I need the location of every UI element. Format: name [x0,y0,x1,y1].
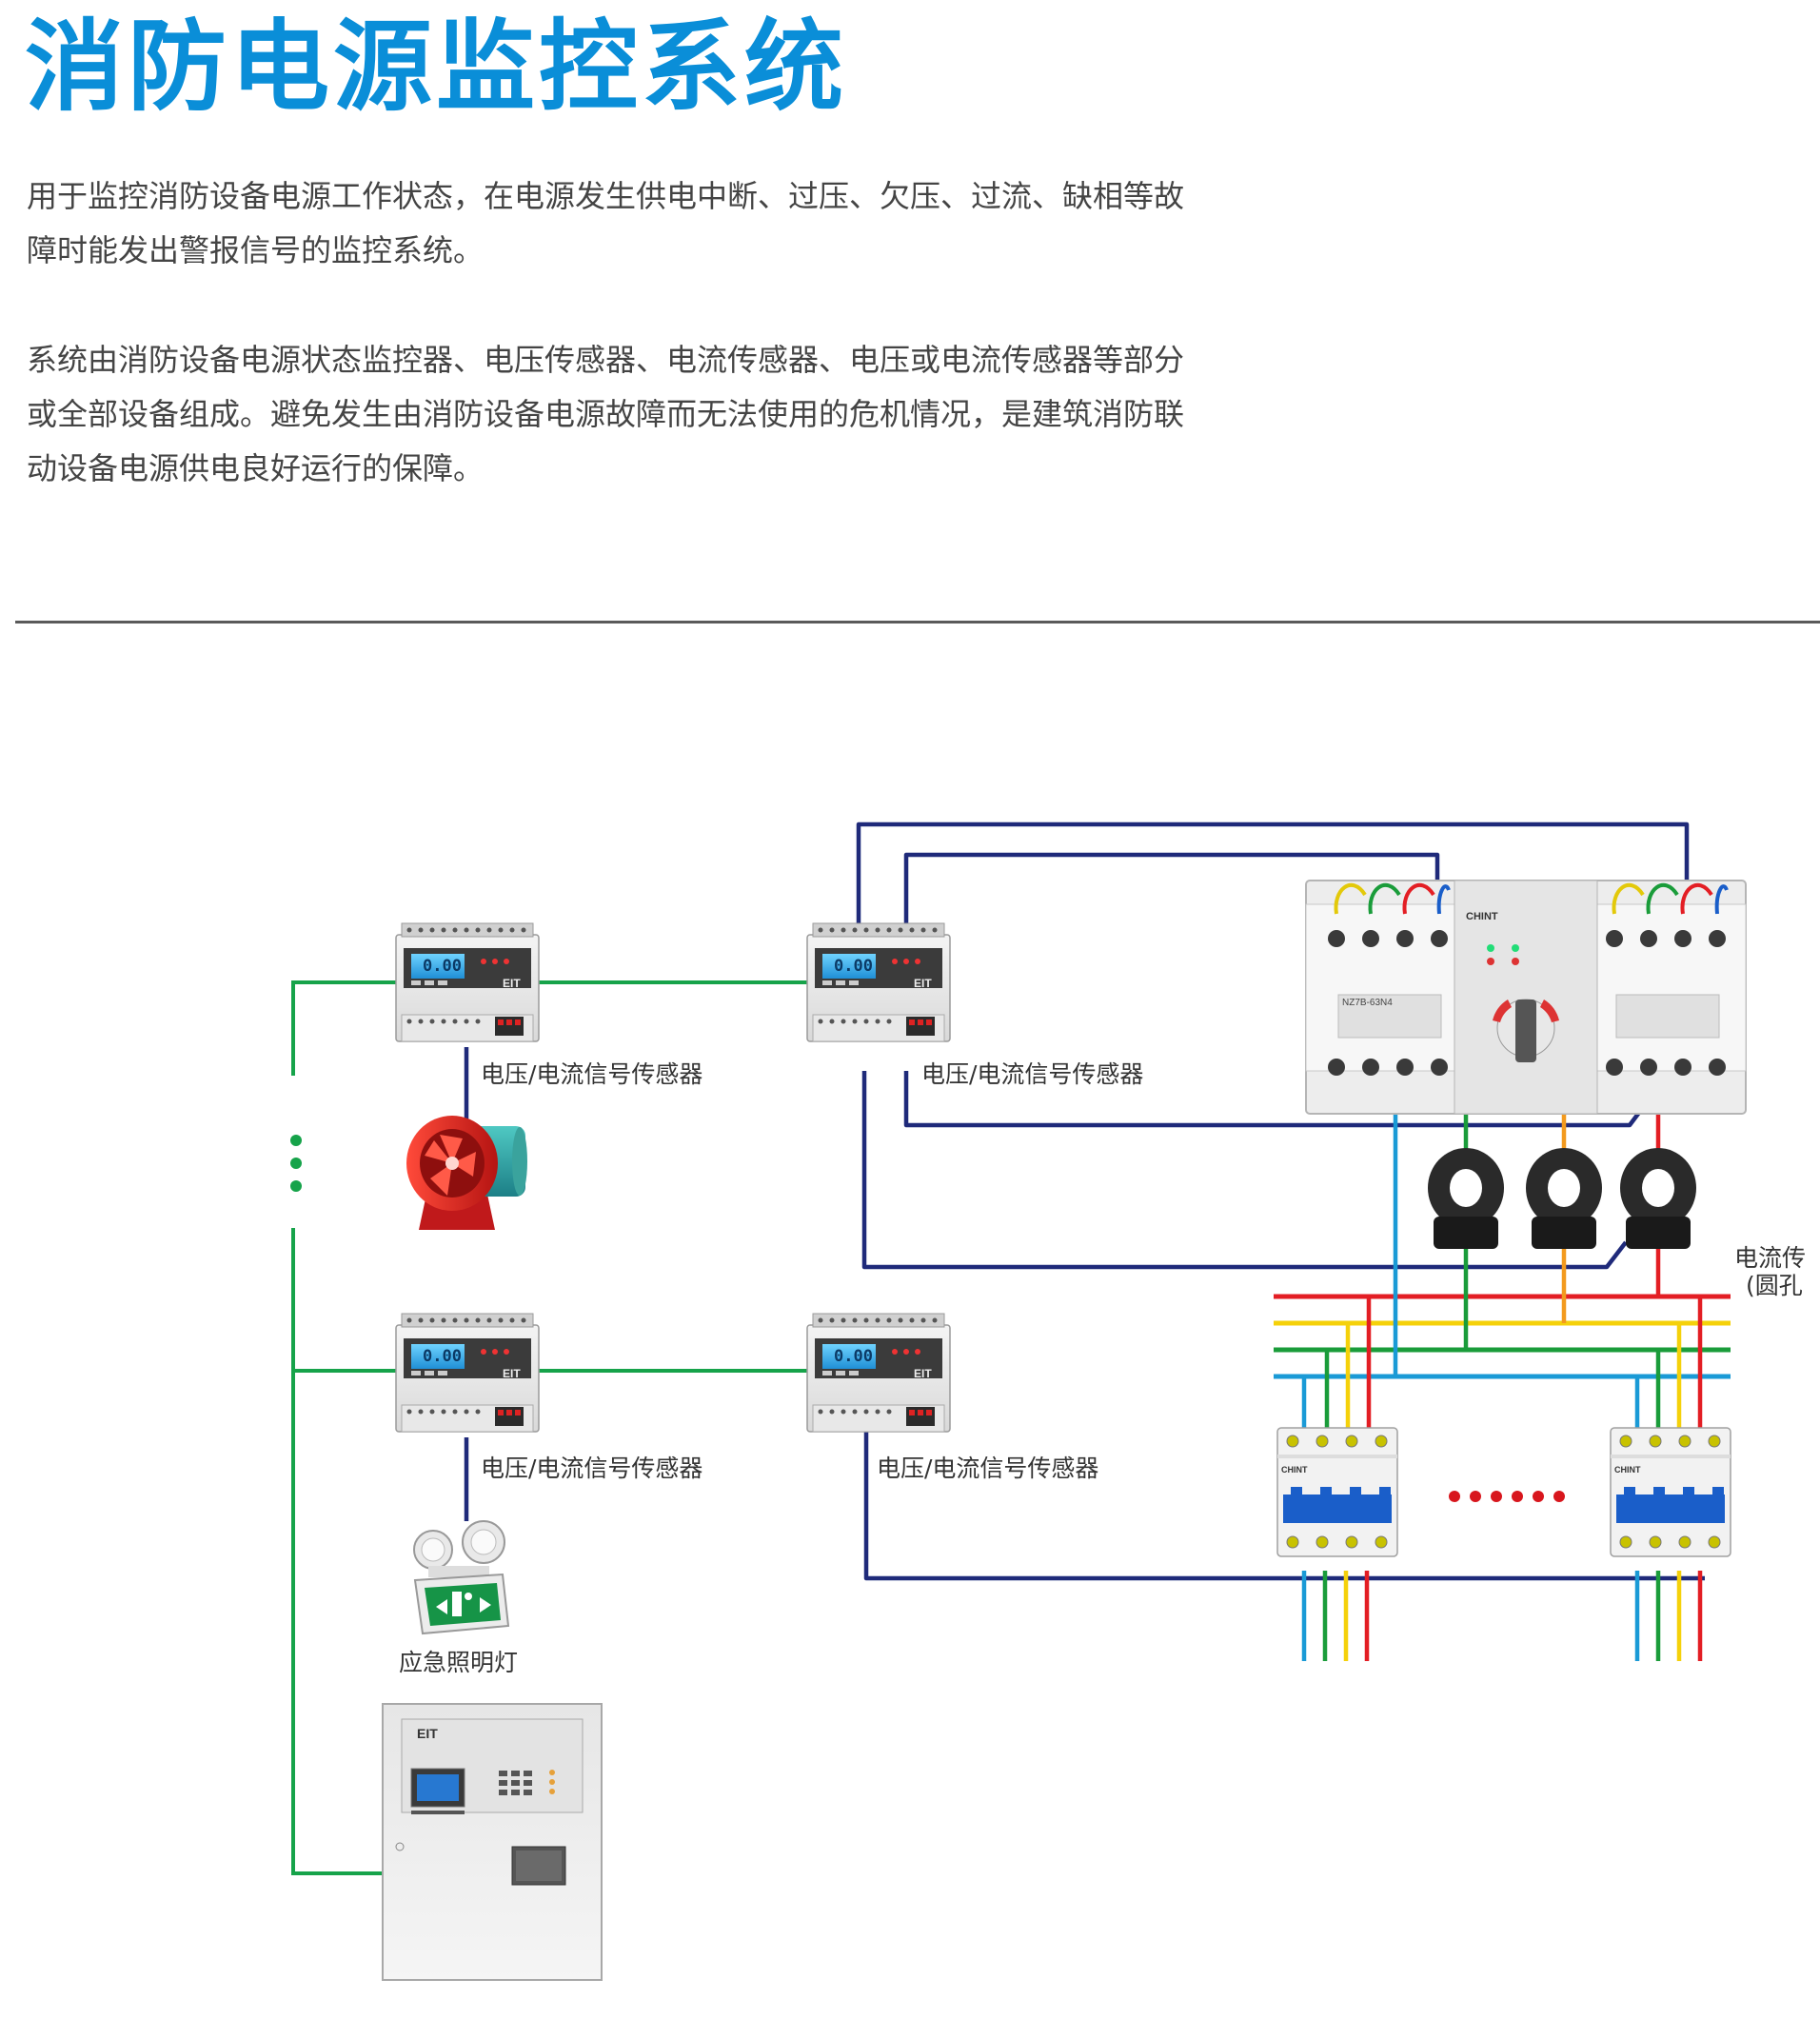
monitor-brand: EIT [417,1726,438,1741]
mcb-breaker-2 [1610,1427,1731,1557]
sensor-label-3: 电压/电流信号传感器 [481,1455,703,1482]
bus-continuation-dots [290,1135,302,1192]
mcb-breaker-1 [1276,1427,1398,1557]
ats-switch [1305,880,1747,1115]
mcb-1-brand: CHINT [1281,1465,1308,1475]
ats-brand: CHINT [1466,911,1498,922]
emergency-light-icon [413,1520,510,1635]
ats-input-leads [1334,882,1729,915]
intro-paragraph-2: 系统由消防设备电源状态监控器、电压传感器、电流传感器、电压或电流传感器等部分 或… [27,333,1184,496]
sensor-3-display: 0.00 [423,1347,462,1366]
page-title: 消防电源监控系统 [25,9,848,125]
emergency-light-label: 应急照明灯 [399,1649,519,1676]
communication-bus [291,980,811,1875]
sensor-label-1: 电压/电流信号传感器 [481,1060,703,1088]
mcb-2-brand: CHINT [1614,1465,1641,1475]
current-sensor-label-line-1: 电流传 [1734,1244,1807,1272]
sensor-4-display: 0.00 [834,1347,873,1366]
ats-model: NZ7B-63N4 [1342,998,1393,1008]
intro-paragraph-2-line-1: 系统由消防设备电源状态监控器、电压传感器、电流传感器、电压或电流传感器等部分 [27,342,1185,378]
current-sensor-label-line-2: (圆孔 [1746,1272,1803,1299]
sensor-label-2: 电压/电流信号传感器 [921,1060,1144,1088]
intro-paragraph-1-line-2: 障时能发出警报信号的监控系统。 [27,232,485,268]
sensor-label-4: 电压/电流信号传感器 [877,1455,1099,1482]
phase-bus-bars [1274,1294,1731,1379]
mcb-outputs [1301,1571,1703,1661]
intro-paragraph-2-line-2: 或全部设备组成。避免发生由消防设备电源故障而无法使用的危机情况，是建筑消防联 [27,396,1185,432]
intro-paragraph-1-line-1: 用于监控消防设备电源工作状态，在电源发生供电中断、过压、欠压、过流、缺相等故 [27,178,1185,214]
intro-paragraph-2-line-3: 动设备电源供电良好运行的保障。 [27,450,485,486]
current-transformer-1 [1428,1148,1504,1249]
intro-paragraph-1: 用于监控消防设备电源工作状态，在电源发生供电中断、过压、欠压、过流、缺相等故 障… [27,169,1184,278]
sensor-4-brand: EIT [914,1367,932,1380]
power-monitor-cabinet [382,1703,603,1981]
current-transformer-3 [1620,1148,1696,1249]
sensor-2-brand: EIT [914,977,932,990]
sensor-1-display: 0.00 [423,957,462,976]
sensor-3-brand: EIT [503,1367,521,1380]
breaker-continuation-dots [1449,1491,1565,1502]
current-transformer-2 [1526,1148,1602,1249]
sensor-2-display: 0.00 [834,957,873,976]
sensor-1-brand: EIT [503,977,521,990]
axial-fan-icon [406,1116,527,1230]
section-divider [15,621,1820,624]
